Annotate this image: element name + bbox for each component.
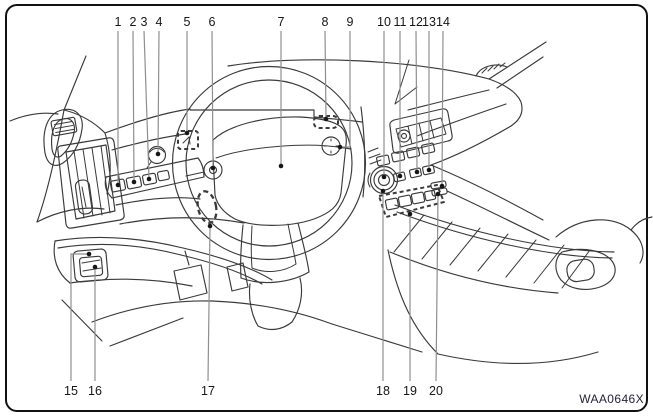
hidden-button-row-marker xyxy=(378,184,445,218)
callout-leader-line xyxy=(207,226,211,382)
callout-endpoint-dot xyxy=(86,251,92,257)
callout-endpoint-dot xyxy=(155,151,161,157)
callout-19: 19 xyxy=(403,211,417,398)
callout-leader-line xyxy=(157,30,160,154)
callout-number: 6 xyxy=(209,15,216,29)
callout-endpoint-dot xyxy=(184,130,190,136)
airbag-pad xyxy=(212,116,347,226)
center-stack xyxy=(360,106,453,218)
callout-2: 2 xyxy=(130,15,137,185)
callout-endpoint-dot xyxy=(92,264,98,270)
callout-14: 14 xyxy=(436,15,450,189)
release-switch xyxy=(72,248,109,283)
callout-3: 3 xyxy=(141,15,152,182)
callout-17: 17 xyxy=(201,223,215,398)
cup-holder xyxy=(555,248,616,290)
center-console xyxy=(387,204,653,365)
callout-15: 15 xyxy=(64,251,92,398)
callout-number: 19 xyxy=(403,384,417,398)
callout-6: 6 xyxy=(209,15,216,171)
callout-number: 17 xyxy=(201,384,215,398)
driver-switch-strip xyxy=(104,145,205,199)
callout-8: 8 xyxy=(322,15,329,122)
callout-endpoint-dot xyxy=(435,191,441,197)
callout-endpoint-dot xyxy=(337,144,343,150)
callout-5: 5 xyxy=(184,15,191,136)
callout-leader-line xyxy=(415,30,418,172)
left-door-panel xyxy=(9,55,111,223)
callout-endpoint-dot xyxy=(407,211,413,217)
figure-code: WAA0646X xyxy=(579,392,644,406)
knee-panel xyxy=(53,236,273,287)
callout-leader-line xyxy=(435,194,439,382)
callout-11: 11 xyxy=(394,15,407,179)
callout-number: 20 xyxy=(429,384,443,398)
callout-1: 1 xyxy=(115,15,122,188)
callout-number: 7 xyxy=(278,15,285,29)
callout-leader-line xyxy=(211,30,214,168)
hidden-lever-marker xyxy=(196,190,218,224)
callout-13: 13 xyxy=(422,15,436,173)
callout-endpoint-dot xyxy=(439,183,445,189)
callout-endpoint-dot xyxy=(115,182,121,188)
callout-number: 10 xyxy=(377,15,391,29)
callout-12: 12 xyxy=(409,15,423,175)
passenger-dashboard xyxy=(227,41,550,241)
callout-number: 12 xyxy=(409,15,423,29)
callout-endpoint-dot xyxy=(146,176,152,182)
callout-leader-line xyxy=(70,253,87,381)
brake-pedal xyxy=(173,250,208,301)
window-switch-bank xyxy=(50,116,78,137)
callout-number: 5 xyxy=(184,15,191,29)
callout-number: 8 xyxy=(322,15,329,29)
callout-9: 9 xyxy=(337,15,354,150)
callout-number: 16 xyxy=(88,384,102,398)
callout-endpoint-dot xyxy=(380,188,386,194)
callout-number: 11 xyxy=(394,15,407,29)
callout-7: 7 xyxy=(278,15,285,169)
callout-endpoint-dot xyxy=(323,116,329,122)
armrest xyxy=(555,219,644,264)
figure-border xyxy=(5,4,648,412)
callout-leader-line xyxy=(132,30,135,182)
accelerator-pedal xyxy=(226,262,249,292)
dashboard-left xyxy=(104,108,245,225)
callout-leader-line xyxy=(341,31,351,148)
callout-16: 16 xyxy=(88,264,102,398)
callout-endpoint-dot xyxy=(278,163,284,169)
center-vent xyxy=(389,108,453,154)
callout-leader-line xyxy=(441,30,444,186)
callout-leader-line xyxy=(324,30,327,119)
callout-number: 9 xyxy=(347,15,354,29)
callout-number: 14 xyxy=(436,15,450,29)
callout-4: 4 xyxy=(155,15,163,157)
callout-number: 1 xyxy=(115,15,122,29)
speaker-grille xyxy=(475,64,508,77)
callout-endpoint-dot xyxy=(426,167,432,173)
callout-number: 18 xyxy=(376,384,390,398)
callout-endpoint-dot xyxy=(381,174,387,180)
callout-number: 4 xyxy=(156,15,163,29)
callout-endpoint-dot xyxy=(210,165,216,171)
steering-wheel xyxy=(171,65,367,331)
callout-endpoint-dot xyxy=(397,173,403,179)
callout-number: 2 xyxy=(130,15,137,29)
callout-endpoint-dot xyxy=(207,223,213,229)
callout-18: 18 xyxy=(376,188,390,398)
callout-10: 10 xyxy=(377,15,391,180)
callout-20: 20 xyxy=(429,191,443,398)
callout-number: 3 xyxy=(141,15,148,29)
callout-endpoint-dot xyxy=(131,179,137,185)
callout-endpoint-dot xyxy=(414,169,420,175)
callout-number: 13 xyxy=(422,15,436,29)
left-air-vent xyxy=(57,137,125,229)
callout-leader-line xyxy=(143,30,150,179)
callout-number: 15 xyxy=(64,384,78,398)
